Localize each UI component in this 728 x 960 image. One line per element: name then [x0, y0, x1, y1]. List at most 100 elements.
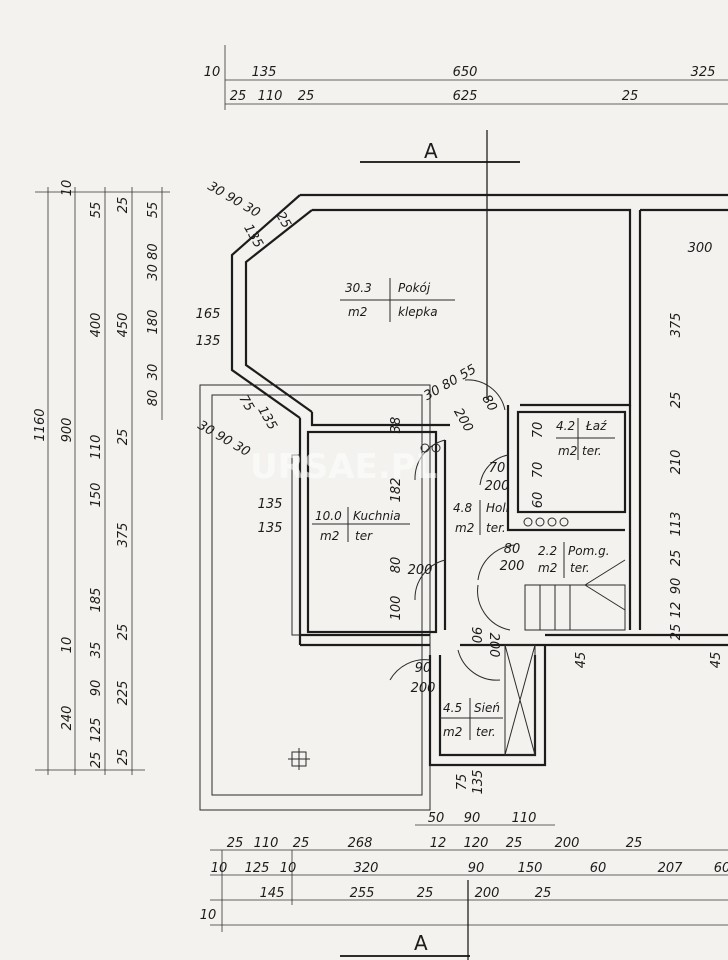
dimension-label: 70 — [531, 462, 546, 479]
room-unit: m2 — [348, 305, 367, 319]
dimension-label: 325 — [691, 65, 716, 80]
dimension-label: 25 — [116, 197, 131, 214]
dimension-label: 110 — [89, 435, 104, 460]
dimension-label: 90 — [89, 680, 104, 697]
room-floor: ter — [355, 529, 373, 543]
dimension-label: 185 — [89, 588, 104, 613]
room-floor: ter. — [476, 725, 496, 739]
dimension-label: 25 — [227, 836, 244, 851]
dimension-label: 45 — [709, 652, 724, 669]
dimension-label: 1160 — [33, 408, 48, 441]
dimension-label: 30 80 — [146, 243, 161, 280]
dimension-label: 12 — [669, 602, 684, 619]
dimension-label: 135 — [258, 521, 283, 536]
dimension-label: 200 — [411, 681, 436, 696]
dimension-label: 25 — [116, 624, 131, 641]
dimension-label: 10 — [211, 861, 228, 876]
room-name: Sień — [474, 701, 500, 715]
room-name: Kuchnia — [353, 509, 401, 523]
dimension-label: 25 — [116, 429, 131, 446]
dimension-label: 10 — [60, 637, 75, 654]
dimension-label: 320 — [354, 861, 379, 876]
dimension-label: 650 — [453, 65, 478, 80]
dimension-label: 60 — [590, 861, 607, 876]
dimension-label: 25 — [669, 550, 684, 567]
room-name: Holl — [486, 501, 510, 515]
dimension-label: 240 — [60, 706, 75, 731]
dimension-label: 207 — [658, 861, 684, 876]
dimension-label: 90 — [415, 661, 432, 676]
dimension-label: 25 — [230, 89, 247, 104]
room-unit: m2 — [320, 529, 339, 543]
room-unit: m2 — [455, 521, 474, 535]
dimension-label: 200 — [475, 886, 500, 901]
staircase — [524, 559, 626, 631]
dimension-label: 300 — [688, 241, 713, 256]
dimension-label: 25 — [116, 749, 131, 766]
room-label-sien: 4.5 m2 Sień ter. — [440, 698, 503, 740]
watermark: URSAE.PL — [250, 447, 437, 487]
dimension-label: 80 — [389, 557, 404, 574]
dimension-label: 10 — [60, 180, 75, 197]
dimension-label: 25 — [89, 752, 104, 769]
dimension-label: 12 — [430, 836, 447, 851]
dimension-label: 182 — [389, 478, 404, 503]
dimension-label: 38 — [389, 417, 404, 434]
dimension-label: 180 — [146, 310, 161, 335]
room-area: 30.3 — [345, 281, 372, 295]
dimension-label: 25 — [669, 624, 684, 641]
dimension-label: 55 — [89, 202, 104, 219]
dimension-label: 50 — [428, 811, 445, 826]
room-unit: m2 — [443, 725, 462, 739]
dimension-label: 25 — [272, 209, 293, 231]
room-unit: m2 — [538, 561, 557, 575]
room-area: 2.2 — [538, 544, 557, 558]
dimension-label: 375 — [669, 313, 684, 338]
room-label-pom-gosp: 2.2 m2 Pom.g. ter. — [538, 542, 610, 578]
dimension-label: 375 — [116, 523, 131, 548]
dimension-label: 25 — [417, 886, 434, 901]
dimension-label: 10 — [280, 861, 297, 876]
dimension-label: 110 — [512, 811, 537, 826]
door-swings — [389, 379, 516, 681]
dimension-label: 25 — [298, 89, 315, 104]
walls — [230, 193, 728, 767]
dimension-label: 25 — [293, 836, 310, 851]
room-floor: ter. — [486, 521, 506, 535]
dimension-label: 100 — [389, 596, 404, 621]
room-name: Pom.g. — [568, 544, 610, 558]
dimension-label: 145 — [260, 886, 285, 901]
room-area: 4.5 — [443, 701, 462, 715]
section-lines — [340, 130, 520, 960]
room-floor: ter. — [570, 561, 590, 575]
dimension-label: 110 — [258, 89, 283, 104]
dimension-label: 200 — [555, 836, 580, 851]
dimension-label: 90 — [669, 578, 684, 595]
dimension-label: 30 — [146, 364, 161, 381]
dimension-label: 75 — [235, 392, 256, 414]
dimension-label: 25 — [626, 836, 643, 851]
dimension-label: 135 — [471, 770, 486, 795]
dimension-label: 35 — [89, 642, 104, 659]
room-name: Łaź — [585, 419, 607, 433]
dimension-label: 255 — [350, 886, 375, 901]
dimension-label: 60 — [531, 492, 546, 509]
dimension-label: 150 — [89, 483, 104, 508]
dimension-label: 200 — [500, 559, 525, 574]
room-area: 10.0 — [315, 509, 342, 523]
dimension-label: 90 — [468, 627, 483, 644]
dimension-label: 25 — [669, 392, 684, 409]
room-unit: m2 — [558, 444, 577, 458]
dimension-label: 450 — [116, 313, 131, 338]
dimension-label: 125 — [89, 718, 104, 743]
room-area: 4.8 — [453, 501, 472, 515]
dimension-label: 125 — [245, 861, 270, 876]
room-label-pokoj: 30.3 m2 Pokój klepka — [340, 278, 455, 322]
dimension-label: 113 — [669, 512, 684, 537]
room-floor: ter. — [582, 444, 602, 458]
dimension-lines — [35, 45, 728, 932]
dimension-label: 55 — [146, 202, 161, 219]
section-mark-bottom: A — [414, 931, 428, 955]
dimension-label: 135 — [252, 65, 277, 80]
